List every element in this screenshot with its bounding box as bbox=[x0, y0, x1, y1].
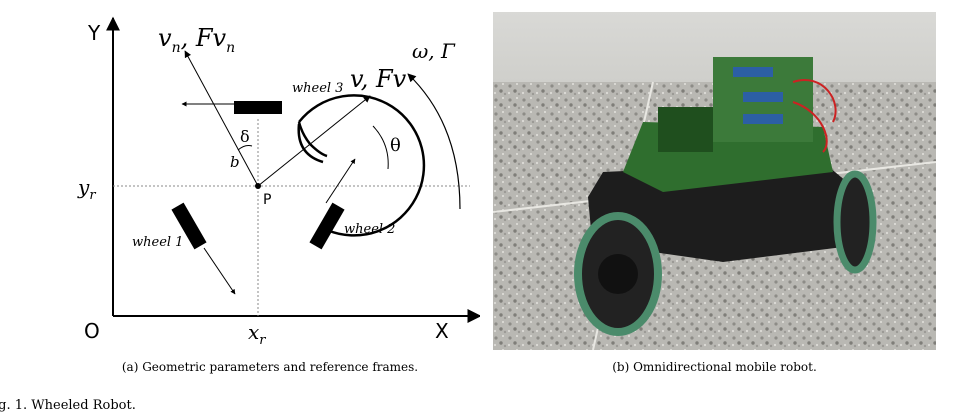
wheel2-label: wheel 2 bbox=[344, 222, 395, 237]
vn-label: vn, Fvn bbox=[158, 24, 235, 56]
figure-caption: ig. 1. Wheeled Robot. bbox=[0, 398, 136, 413]
x-axis-label: X bbox=[435, 319, 449, 343]
omega-label: ω, Γ bbox=[412, 39, 456, 63]
capacitor bbox=[743, 92, 783, 102]
wheel-2 bbox=[309, 202, 345, 250]
wheel1-direction-arrow bbox=[203, 247, 236, 295]
xr-label: xr bbox=[248, 320, 266, 344]
wheel2-direction-arrow bbox=[325, 158, 356, 204]
b-label: b bbox=[230, 153, 240, 171]
omega-arc bbox=[407, 73, 461, 210]
robot-wheel-right bbox=[833, 170, 877, 274]
p-label: P bbox=[263, 192, 271, 208]
wheel-3 bbox=[234, 101, 282, 114]
yr-label: yr bbox=[77, 175, 96, 203]
theta-arc bbox=[372, 125, 389, 170]
v-vector bbox=[257, 95, 371, 187]
wires bbox=[792, 79, 837, 153]
wheel1-label: wheel 1 bbox=[132, 235, 183, 250]
robot-photo bbox=[493, 12, 936, 350]
capacitor bbox=[743, 114, 783, 124]
geometry-diagram: Y X O yr xr vn, Fvn v, Fv ω, Γ θ δ b P w… bbox=[77, 16, 480, 344]
chip bbox=[658, 107, 713, 152]
caption-b: (b) Omnidirectional mobile robot. bbox=[612, 360, 817, 374]
y-axis-label: Y bbox=[87, 21, 101, 45]
caption-a: (a) Geometric parameters and reference f… bbox=[121, 360, 419, 374]
robot-body bbox=[297, 94, 426, 237]
delta-label: δ bbox=[240, 127, 250, 146]
robot-notch-edge bbox=[297, 123, 324, 164]
capacitor bbox=[733, 67, 773, 77]
wheel3-label: wheel 3 bbox=[292, 81, 343, 96]
delta-arc bbox=[237, 145, 253, 151]
origin-label: O bbox=[84, 319, 100, 343]
vn-vector bbox=[184, 50, 259, 187]
wheel-1 bbox=[171, 202, 207, 250]
theta-label: θ bbox=[390, 135, 401, 156]
hub bbox=[598, 254, 638, 294]
v-label: v, Fv bbox=[350, 65, 407, 93]
